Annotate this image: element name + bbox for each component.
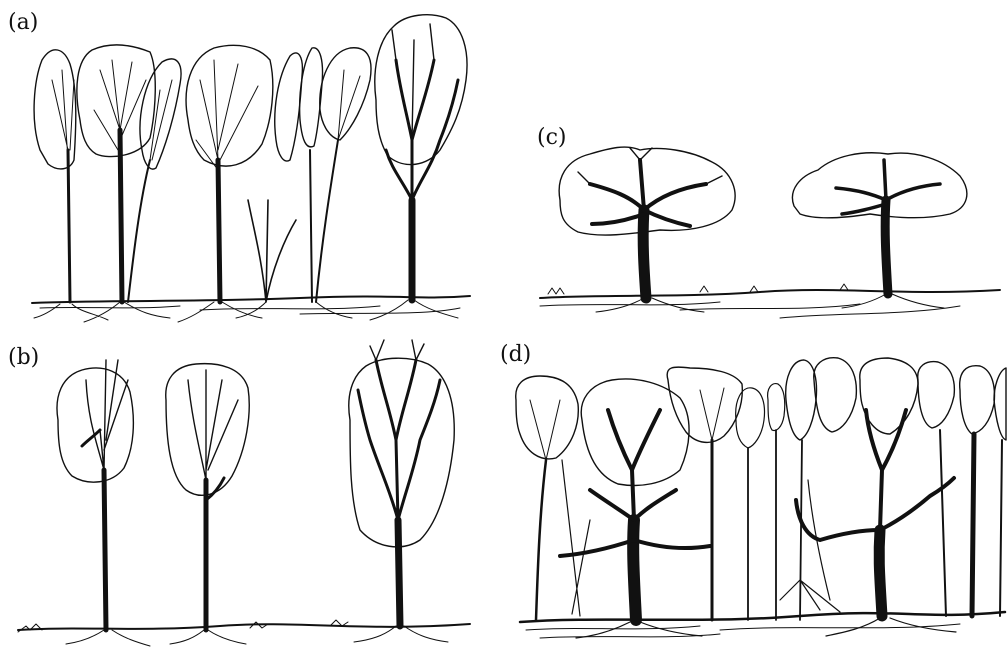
tree-a5-trunk — [248, 200, 296, 302]
tree-b2-crown — [166, 364, 249, 496]
panel-c-drawing — [540, 147, 1000, 318]
panel-c-ground — [540, 290, 1000, 298]
panel-d-ground — [520, 612, 1005, 622]
tree-d1-trunk — [536, 460, 546, 620]
tree-d6-crown — [786, 360, 817, 440]
tree-d8-trunk — [940, 430, 946, 616]
tree-a6-crown — [300, 48, 323, 147]
tree-a1-trunk — [68, 150, 70, 302]
tree-a5-crown — [275, 53, 303, 161]
tree-a4-trunk — [218, 160, 220, 302]
panel-d-drawing — [516, 358, 1006, 638]
tree-d10-crown — [994, 368, 1006, 440]
tree-a7-crown — [320, 48, 371, 140]
tree-a3-crown — [140, 59, 181, 169]
panel-b-drawing — [18, 340, 470, 646]
tree-d2-trunk — [633, 520, 636, 620]
tree-d7-trunk — [879, 530, 882, 616]
tree-a1-crown — [34, 50, 76, 169]
tree-d1-crown — [516, 376, 579, 459]
tree-b3-trunk — [398, 520, 400, 626]
tree-d7-crown2 — [814, 358, 857, 432]
tree-b1-crown — [57, 368, 133, 482]
tree-d10-trunk — [1000, 440, 1002, 616]
tree-a3-trunk — [128, 160, 150, 302]
tree-d3-crown — [667, 367, 742, 442]
tree-d6-trunk — [800, 440, 802, 620]
tree-d8-crown — [918, 362, 955, 428]
tree-d9-trunk — [972, 434, 974, 616]
tree-a6-trunk — [310, 150, 312, 302]
tree-a2-trunk — [120, 130, 122, 302]
tree-a4-crown — [186, 45, 273, 166]
tree-b1-trunk — [104, 470, 106, 630]
tree-d2-crown — [581, 379, 689, 485]
tree-d4-crown — [736, 388, 765, 448]
panel-a-drawing — [32, 15, 470, 322]
tree-c2-trunk — [885, 200, 888, 294]
tree-a8-crown — [375, 15, 467, 165]
tree-c1-trunk — [643, 210, 646, 298]
panel-a-ground — [32, 296, 470, 303]
tree-a7-trunk — [316, 140, 338, 302]
tree-d5-crown — [768, 384, 785, 431]
tree-d9-crown — [960, 366, 995, 434]
